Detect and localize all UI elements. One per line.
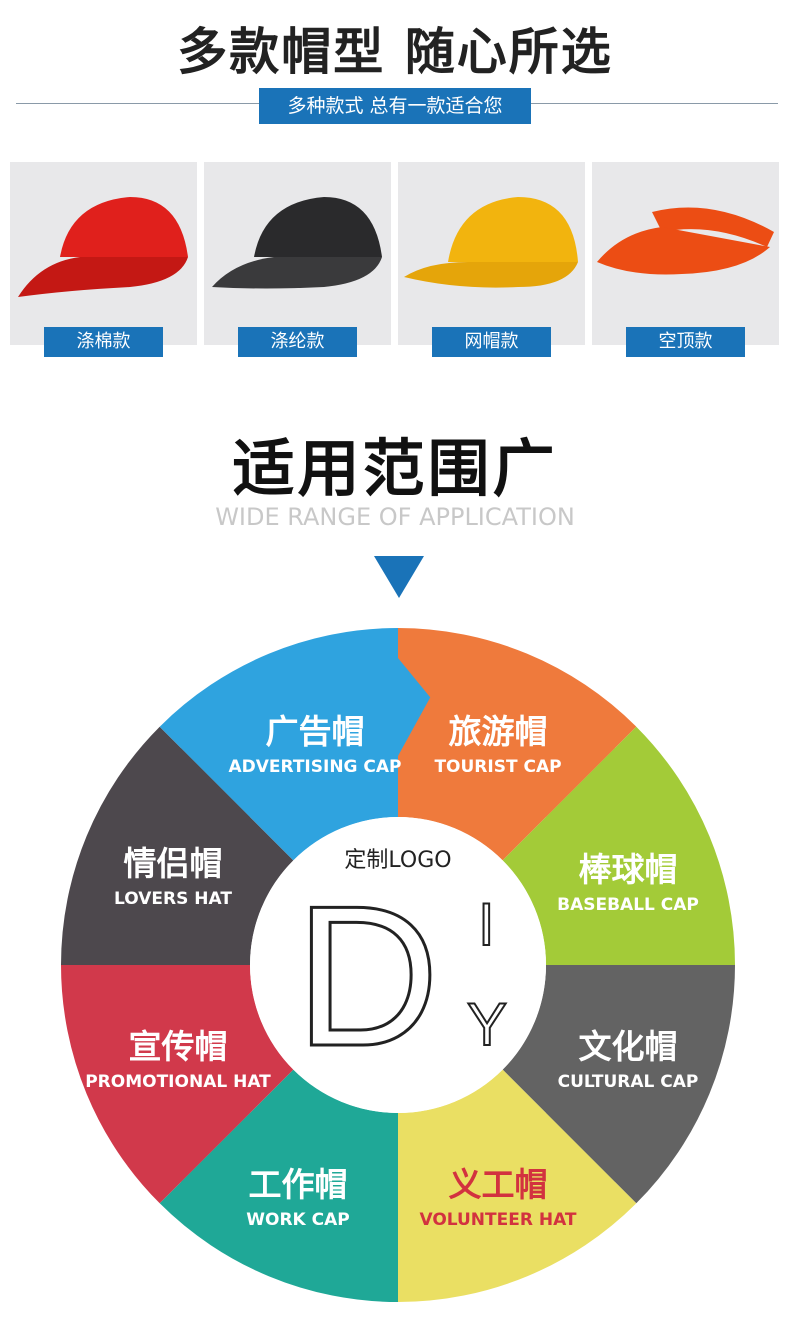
diy-logo: D I Y <box>295 875 508 1060</box>
svg-text:Y: Y <box>467 991 507 1058</box>
segment-en: ADVERTISING CAP <box>228 757 402 777</box>
segment-label: 广告帽 ADVERTISING CAP <box>205 705 425 777</box>
style-label: 空顶款 <box>626 327 745 357</box>
segment-cn: 义工帽 <box>448 1165 548 1204</box>
segment-label: 情侣帽 LOVERS HAT <box>63 837 283 909</box>
application-wheel <box>61 628 735 1302</box>
segment-label: 义工帽 VOLUNTEER HAT <box>388 1158 608 1230</box>
segment-cn: 棒球帽 <box>578 850 678 889</box>
cap-image <box>404 197 578 288</box>
segment-en: TOURIST CAP <box>434 757 562 777</box>
svg-text:I: I <box>478 891 495 958</box>
wheel-segment <box>61 726 294 965</box>
segment-cn: 工作帽 <box>248 1165 348 1204</box>
style-card-mesh[interactable]: 网帽款 <box>398 162 585 357</box>
segment-cn: 情侣帽 <box>123 844 223 883</box>
section-title: 适用范围广 <box>232 432 558 505</box>
segment-en: LOVERS HAT <box>114 889 232 909</box>
style-label: 网帽款 <box>432 327 551 357</box>
wheel-segment <box>502 726 735 965</box>
segment-en: VOLUNTEER HAT <box>419 1210 577 1230</box>
wheel-segment <box>61 965 294 1204</box>
section-subtitle: WIDE RANGE OF APPLICATION <box>215 503 575 531</box>
svg-text:D: D <box>295 875 439 1060</box>
section-title: 多款帽型 随心所选 <box>177 23 613 81</box>
segment-en: WORK CAP <box>246 1210 350 1230</box>
style-card-cotton[interactable]: 涤棉款 <box>10 162 197 357</box>
style-card-visor[interactable]: 空顶款 <box>592 162 779 357</box>
down-arrow-icon <box>374 556 424 598</box>
wheel-segment <box>502 965 735 1204</box>
section-subtitle: 多种款式 总有一款适合您 <box>259 88 531 124</box>
style-card-polyester[interactable]: 涤纶款 <box>204 162 391 357</box>
segment-cn: 广告帽 <box>265 712 365 751</box>
segment-en: BASEBALL CAP <box>557 895 699 915</box>
wheel-segment <box>398 628 637 861</box>
segment-label: 文化帽 CULTURAL CAP <box>518 1020 738 1092</box>
segment-cn: 文化帽 <box>578 1027 678 1066</box>
segment-label: 宣传帽 PROMOTIONAL HAT <box>68 1020 288 1092</box>
wheel-center <box>250 817 546 1113</box>
segment-en: CULTURAL CAP <box>557 1072 699 1092</box>
cap-image <box>597 207 774 275</box>
cap-image <box>212 197 382 289</box>
wheel-segment <box>159 628 398 861</box>
style-label: 涤纶款 <box>238 327 357 357</box>
segment-en: PROMOTIONAL HAT <box>85 1072 271 1092</box>
segment-label: 棒球帽 BASEBALL CAP <box>518 843 738 915</box>
wheel-arrow-tip <box>398 658 431 757</box>
segment-cn: 旅游帽 <box>448 712 548 751</box>
cap-image <box>18 197 188 297</box>
logo-caption: 定制LOGO <box>344 848 452 873</box>
segment-label: 工作帽 WORK CAP <box>188 1158 408 1230</box>
segment-cn: 宣传帽 <box>128 1027 228 1066</box>
segment-label: 旅游帽 TOURIST CAP <box>388 705 608 777</box>
style-label: 涤棉款 <box>44 327 163 357</box>
wheel-segment <box>159 1069 398 1302</box>
wheel-segment <box>398 1069 637 1302</box>
